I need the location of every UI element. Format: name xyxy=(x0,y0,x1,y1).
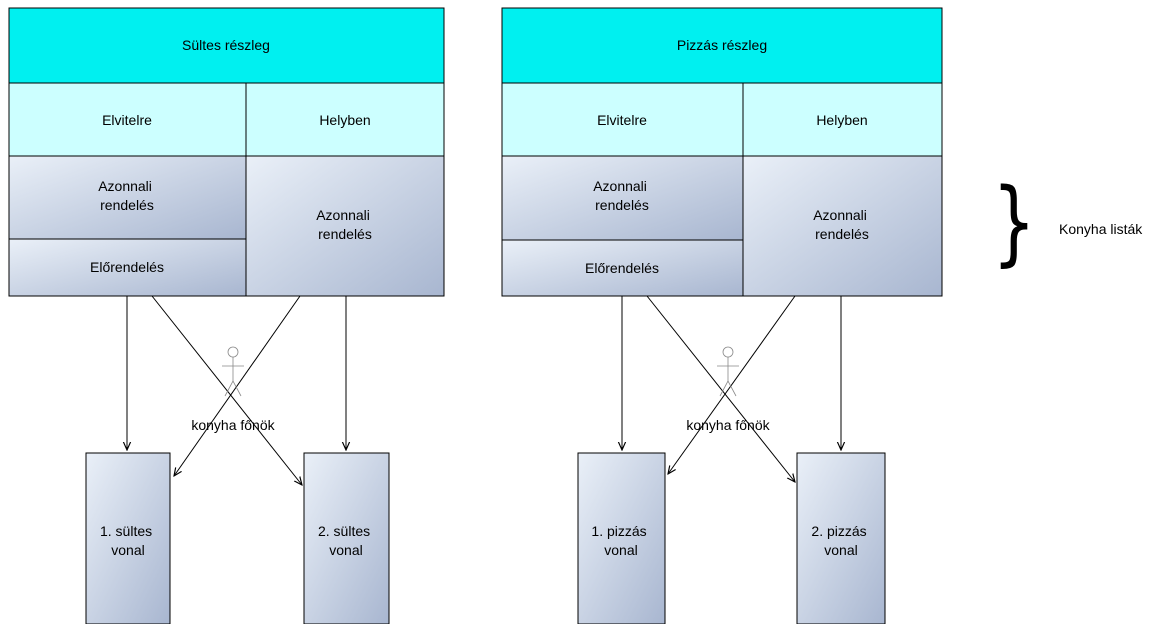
arrow-dinein-to-line1 xyxy=(668,295,796,474)
takeaway-immediate-box xyxy=(501,155,744,241)
line2-box xyxy=(796,452,886,624)
takeaway-preorder-label: Előrendelés xyxy=(90,259,164,275)
dinein-column-box xyxy=(245,82,445,157)
line1-box xyxy=(85,452,171,624)
takeaway-preorder-box xyxy=(501,239,744,297)
chef-label: konyha főnök xyxy=(686,417,770,433)
line2-box xyxy=(303,452,390,624)
takeaway-column-label: Elvitelre xyxy=(102,112,152,128)
chef-actor-icon xyxy=(717,346,739,397)
dinein-immediate-box xyxy=(742,155,943,297)
line1-label: 1. pizzás vonal xyxy=(591,523,650,558)
arrow-takeaway-to-line2 xyxy=(646,295,795,482)
takeaway-column-box xyxy=(8,82,247,157)
dinein-column-box xyxy=(742,82,943,157)
takeaway-column-box xyxy=(501,82,744,157)
takeaway-immediate-label: Azonnali rendelés xyxy=(593,178,651,213)
dinein-immediate-label: Azonnali rendelés xyxy=(316,207,374,242)
kitchen-lists-label: Konyha listák xyxy=(1059,221,1143,237)
takeaway-immediate-label: Azonnali rendelés xyxy=(98,178,156,213)
line2-label: 2. sültes vonal xyxy=(318,523,374,558)
section-pizzas: Pizzás részleg Elvitelre Helyben Azonnal… xyxy=(501,7,943,624)
arrow-dinein-to-line1 xyxy=(174,295,301,476)
line2-label: 2. pizzás vonal xyxy=(811,523,870,558)
header-box xyxy=(501,7,943,84)
dinein-immediate-box xyxy=(245,155,445,297)
header-box xyxy=(8,7,445,84)
takeaway-preorder-label: Előrendelés xyxy=(585,260,659,276)
header-label: Sültes részleg xyxy=(182,37,270,53)
header-label: Pizzás részleg xyxy=(677,37,767,53)
takeaway-column-label: Elvitelre xyxy=(597,112,647,128)
dinein-column-label: Helyben xyxy=(319,112,370,128)
arrow-takeaway-to-line2 xyxy=(151,295,302,485)
curly-brace-icon: } xyxy=(992,169,1036,277)
line1-box xyxy=(577,452,666,624)
takeaway-immediate-box xyxy=(8,155,247,240)
dinein-immediate-label: Azonnali rendelés xyxy=(813,207,871,242)
line1-label: 1. sültes vonal xyxy=(100,523,156,558)
section-sultes: Sültes részleg Elvitelre Helyben Azonnal… xyxy=(8,7,445,624)
chef-actor-icon xyxy=(222,346,244,397)
chef-label: konyha főnök xyxy=(191,417,275,433)
dinein-column-label: Helyben xyxy=(816,112,867,128)
takeaway-preorder-box xyxy=(8,238,247,297)
